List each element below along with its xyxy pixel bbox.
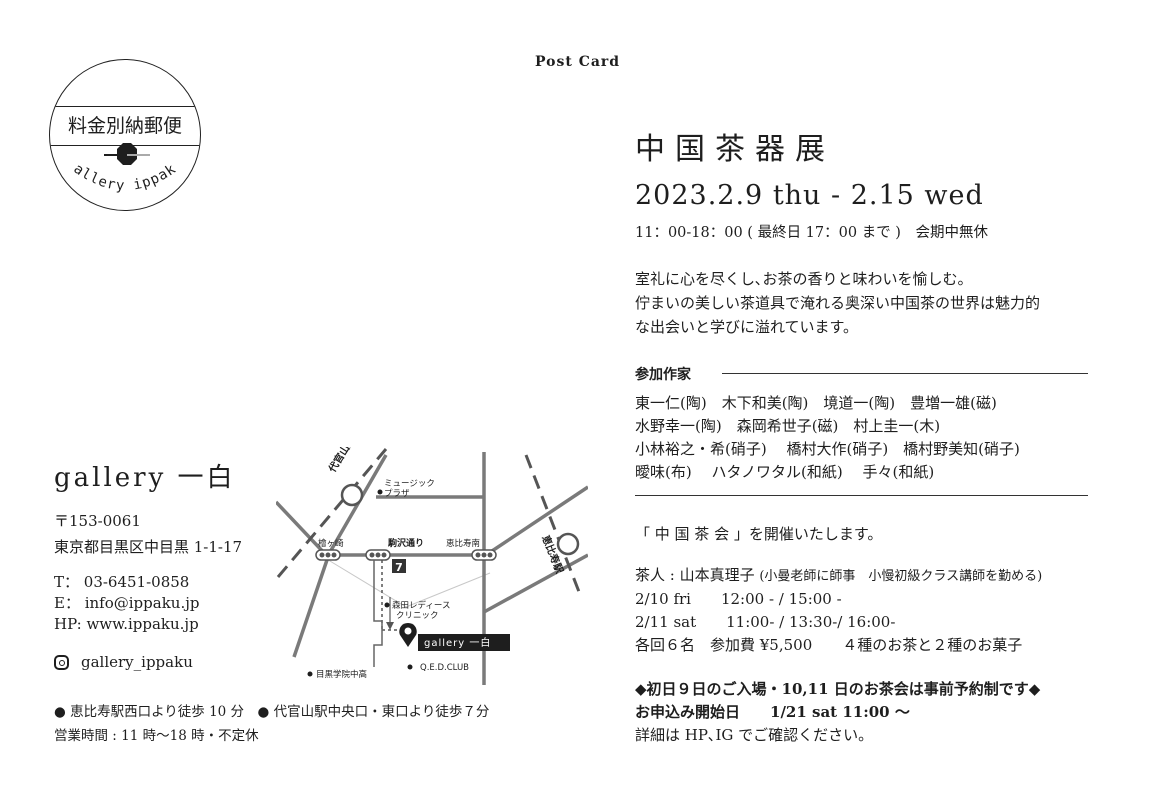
tea-session-line: 2/11 sat 11:00- / 13:30-/ 16:00- [635,613,896,631]
access-directions: ● 恵比寿駅西口より徒歩 10 分 ● 代官山駅中央口・東口より徒歩７分 [54,704,490,720]
map-label-school: 目黒学院中高 [316,669,367,680]
access-map: 7 代官山駅 恵比寿駅 ミュージック プラザ 檜ヶ崎 駒沢通り 恵比寿南 森田レ… [276,447,588,685]
postcard-header: Post Card [535,54,621,70]
event-title: 中国茶器展 [635,132,835,167]
tea-fee-line: 各回６名 参加費 ¥5,500 ４種のお茶と２種のお菓子 [635,636,1023,654]
postal-code: 〒153-0061 [54,512,141,530]
svg-text:gallery ippaku: gallery ippaku [50,60,179,194]
intro-line: な出会いと学びに溢れています。 [635,318,859,336]
street-address: 東京都目黒区中目黒 1-1-17 [54,538,243,556]
intro-line: 室礼に心を尽くし､お茶の香りと味わいを愉しむ。 [635,270,973,288]
instagram-label: gallery_ippaku [81,653,193,671]
intro-line: 佇まいの美しい茶道具で淹れる奥深い中国茶の世界は魅力的 [635,294,1041,312]
notice-line: 詳細は HP､IG でご確認ください。 [635,726,874,744]
map-label-clinic2: クリニック [396,611,439,621]
tea-host-note: (小曼老師に師事 小慢初級クラス講師を勤める) [759,569,1043,584]
gallery-contact: T： 03-6451-0858 E： info@ippaku.jp HP: ww… [54,572,199,635]
website-link[interactable]: HP: www.ippaku.jp [54,615,199,633]
instagram-icon [54,655,69,670]
gallery-name: gallery 一白 [54,463,236,493]
event-hours: 11：00-18：00 ( 最終日 17：00 まで ) 会期中無休 [635,225,988,241]
tea-party-details: 茶人 : 山本真理子 (小曼老師に師事 小慢初級クラス講師を勤める) 2/10 … [635,564,1042,657]
gallery-address: 〒153-0061 東京都目黒区中目黒 1-1-17 [54,508,242,560]
map-label-clinic: 森田レディース [392,600,450,611]
map-label-hinokizaka: 檜ヶ崎 [318,538,344,549]
tea-session-line: 2/10 fri 12:00 - / 15:00 - [635,590,842,608]
map-label-plaza: プラザ [384,489,410,499]
stamp-brand-text: gallery ippaku [50,60,178,194]
artist-line: 水野幸一(陶) 森岡希世子(磁) 村上圭一(木) [635,417,941,435]
tea-host-line: 茶人 : 山本真理子 (小曼老師に師事 小慢初級クラス講師を勤める) [635,564,1042,588]
section-divider [635,495,1088,496]
artist-line: 小林裕之・希(硝子) 橋村大作(硝子) 橋村野美知(硝子) [635,440,1020,458]
event-intro: 室礼に心を尽くし､お茶の香りと味わいを愉しむ。 佇まいの美しい茶道具で淹れる奥深… [635,267,1040,339]
map-gallery-tag: gallery 一白 [424,636,491,649]
event-dates: 2023.2.9 thu - 2.15 wed [635,180,984,211]
convenience-store-icon: 7 [395,561,403,574]
postage-stamp-mark: 料金別納郵便 gallery ippaku [49,59,201,211]
map-label-ebisuminami: 恵比寿南 [446,538,480,549]
tea-host-name: 茶人 : 山本真理子 [635,566,760,584]
map-label-komazawa: 駒沢通り [387,537,424,549]
map-label-museum: ミュージック [384,479,435,489]
business-hours: 営業時間 : 11 時〜18 時・不定休 [54,728,259,744]
artist-line: 曖味(布) ハタノワタル(和紙) 手々(和紙) [635,463,935,481]
notice-line: お申込み開始日 1/21 sat 11:00 〜 [635,703,910,721]
notice-line: ◆初日９日のご入場・10,11 日のお茶会は事前予約制です◆ [635,680,1041,698]
artists-divider [722,373,1088,374]
tea-party-heading: 「 中 国 茶 会 」を開催いたします。 [635,525,883,543]
artists-list: 東一仁(陶) 木下和美(陶) 境道一(陶) 豊増一雄(磁) 水野幸一(陶) 森岡… [635,392,1020,484]
artist-line: 東一仁(陶) 木下和美(陶) 境道一(陶) 豊増一雄(磁) [635,394,997,412]
email-address[interactable]: E： info@ippaku.jp [54,594,200,612]
map-label-qed: Q.E.D.CLUB [420,663,469,673]
access-info: ● 恵比寿駅西口より徒歩 10 分 ● 代官山駅中央口・東口より徒歩７分 営業時… [54,700,489,748]
phone-number: T： 03-6451-0858 [54,573,190,591]
reservation-notice: ◆初日９日のご入場・10,11 日のお茶会は事前予約制です◆ お申込み開始日 1… [635,678,1040,747]
ippaku-logo-icon: gallery ippaku [50,60,179,194]
artists-heading: 参加作家 [635,367,691,383]
daikanyama-station-label: 代官山駅 [325,447,358,475]
instagram-handle[interactable]: gallery_ippaku [54,653,193,671]
